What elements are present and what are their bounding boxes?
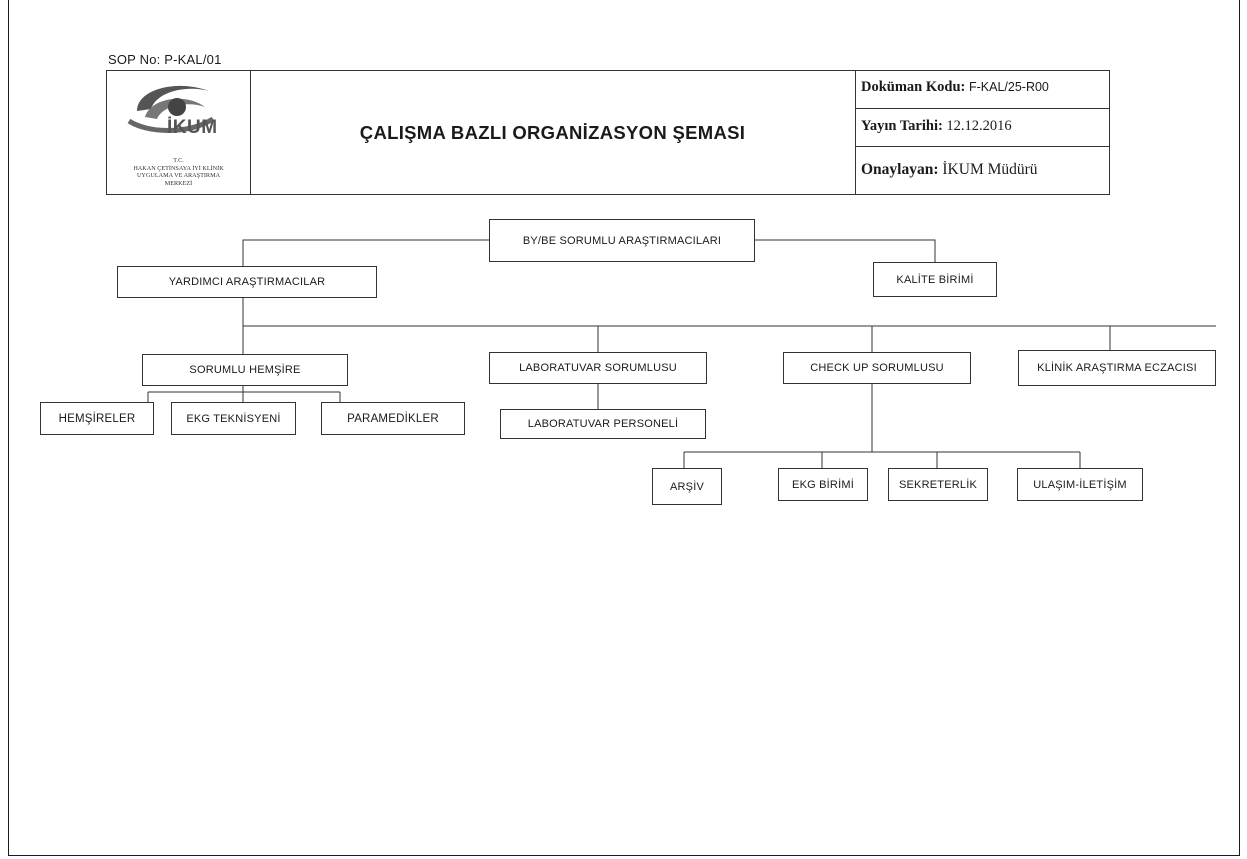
publish-date-row: Yayın Tarihi: 12.12.2016 bbox=[856, 109, 1110, 147]
logo-caption-line: HAKAN ÇETİNSAYA İYİ KLİNİK bbox=[133, 164, 224, 172]
logo-caption-line: T.C. bbox=[173, 157, 184, 164]
ikum-logo-icon bbox=[127, 85, 215, 133]
approver-value: İKUM Müdürü bbox=[942, 161, 1038, 178]
logo-caption: T.C. HAKAN ÇETİNSAYA İYİ KLİNİK UYGULAMA… bbox=[109, 157, 248, 187]
logo-caption-line: MERKEZİ bbox=[164, 179, 193, 187]
document-meta: Doküman Kodu: F-KAL/25-R00 Yayın Tarihi:… bbox=[855, 71, 1110, 194]
document-title: ÇALIŞMA BAZLI ORGANİZASYON ŞEMASI bbox=[359, 121, 746, 143]
document-header: İKUM T.C. HAKAN ÇETİNSAYA İYİ KLİNİK UYG… bbox=[106, 70, 1110, 195]
logo-caption-line: UYGULAMA VE ARAŞTIRMA bbox=[136, 172, 221, 180]
logo-cell: İKUM T.C. HAKAN ÇETİNSAYA İYİ KLİNİK UYG… bbox=[107, 71, 251, 194]
approver-label: Onaylayan: bbox=[861, 161, 939, 178]
sop-number: SOP No: P-KAL/01 bbox=[108, 52, 222, 67]
doc-code-row: Doküman Kodu: F-KAL/25-R00 bbox=[856, 79, 1110, 109]
publish-date-value: 12.12.2016 bbox=[946, 118, 1012, 134]
page-frame bbox=[8, 0, 1240, 856]
doc-code-label: Doküman Kodu: bbox=[861, 79, 966, 95]
approver-row: Onaylayan: İKUM Müdürü bbox=[856, 147, 1110, 193]
logo-text: İKUM bbox=[167, 117, 218, 138]
doc-code-value: F-KAL/25-R00 bbox=[968, 80, 1049, 94]
publish-date-label: Yayın Tarihi: bbox=[861, 118, 943, 134]
